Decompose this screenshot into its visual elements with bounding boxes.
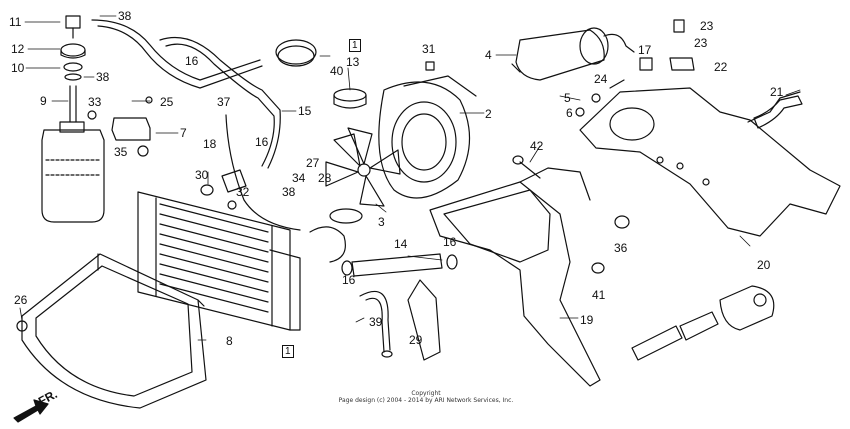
callout-8[interactable]: 8 xyxy=(226,334,233,348)
callout-20[interactable]: 20 xyxy=(757,258,771,272)
callout-16[interactable]: 16 xyxy=(255,135,269,149)
fan-shroud xyxy=(378,75,477,199)
small-hose xyxy=(753,95,803,129)
callout-30[interactable]: 30 xyxy=(195,168,209,182)
reserve-tank xyxy=(41,121,105,223)
callout-3[interactable]: 3 xyxy=(378,215,385,229)
callout-9[interactable]: 9 xyxy=(40,94,47,108)
callout-11[interactable]: 11 xyxy=(9,15,22,29)
callout-28[interactable]: 28 xyxy=(318,171,332,185)
callout-2[interactable]: 2 xyxy=(485,107,492,121)
bypass-hose xyxy=(359,290,393,358)
mounting-bolt xyxy=(16,320,28,332)
callout-40[interactable]: 40 xyxy=(330,64,344,78)
callout-27[interactable]: 27 xyxy=(306,156,320,170)
callout-37[interactable]: 37 xyxy=(217,95,231,109)
thermo-switch xyxy=(200,169,247,210)
callout-38[interactable]: 38 xyxy=(96,70,110,84)
callout-6[interactable]: 6 xyxy=(566,106,573,120)
callout-12[interactable]: 12 xyxy=(11,42,25,56)
fan-blade xyxy=(325,127,401,207)
fan-motor xyxy=(511,27,635,81)
callout-24[interactable]: 24 xyxy=(594,72,608,86)
callout-4[interactable]: 4 xyxy=(485,48,492,62)
callout-33[interactable]: 33 xyxy=(88,95,102,109)
callout-36[interactable]: 36 xyxy=(614,241,628,255)
callout-7[interactable]: 7 xyxy=(180,126,187,140)
callout-16[interactable]: 16 xyxy=(443,235,457,249)
callout-32[interactable]: 32 xyxy=(236,185,250,199)
callout-23[interactable]: 23 xyxy=(694,36,708,50)
radiator-frame-bracket xyxy=(407,167,601,387)
callout-29[interactable]: 29 xyxy=(409,333,423,347)
tank-bracket xyxy=(87,96,153,157)
callout-38[interactable]: 38 xyxy=(118,9,132,23)
callout-35[interactable]: 35 xyxy=(114,145,128,159)
callout-16[interactable]: 16 xyxy=(185,54,199,68)
callout-39[interactable]: 39 xyxy=(369,315,383,329)
copyright-title: Copyright xyxy=(411,390,441,397)
callout-26[interactable]: 26 xyxy=(14,293,28,307)
callout-21[interactable]: 21 xyxy=(770,85,784,99)
callout-1-boxed[interactable]: 1 xyxy=(349,39,361,52)
water-pump-pipe xyxy=(631,285,775,361)
motor-connectors xyxy=(575,19,695,117)
hose-clamp xyxy=(275,39,317,67)
callout-16[interactable]: 16 xyxy=(342,273,356,287)
callout-17[interactable]: 17 xyxy=(638,43,652,57)
callout-42[interactable]: 42 xyxy=(530,139,544,153)
callout-10[interactable]: 10 xyxy=(11,61,25,75)
radiator-shroud xyxy=(21,253,207,409)
callout-25[interactable]: 25 xyxy=(160,95,174,109)
radiator xyxy=(137,191,346,331)
bolts xyxy=(425,61,630,274)
reserve-tank-cap-assembly xyxy=(60,15,86,123)
radiator-lower-hose xyxy=(341,253,458,277)
copyright-notice: Copyright Page design (c) 2004 - 2014 by… xyxy=(336,390,516,404)
heat-guard-plate xyxy=(579,87,841,237)
callout-34[interactable]: 34 xyxy=(292,171,306,185)
copyright-text: Page design (c) 2004 - 2014 by ARI Netwo… xyxy=(338,397,514,404)
callout-23[interactable]: 23 xyxy=(700,19,714,33)
callout-14[interactable]: 14 xyxy=(394,237,408,251)
front-arrow xyxy=(13,399,49,423)
callout-22[interactable]: 22 xyxy=(714,60,728,74)
callout-1-boxed[interactable]: 1 xyxy=(282,345,294,358)
callout-38[interactable]: 38 xyxy=(282,185,296,199)
callout-31[interactable]: 31 xyxy=(422,42,436,56)
callout-13[interactable]: 13 xyxy=(346,55,360,69)
callout-19[interactable]: 19 xyxy=(580,313,594,327)
callout-18[interactable]: 18 xyxy=(203,137,217,151)
overflow-hose xyxy=(91,19,263,89)
leader-lines xyxy=(19,15,801,341)
siphon-hose xyxy=(159,36,301,231)
callout-41[interactable]: 41 xyxy=(592,288,606,302)
callout-15[interactable]: 15 xyxy=(298,104,312,118)
callout-5[interactable]: 5 xyxy=(564,91,571,105)
